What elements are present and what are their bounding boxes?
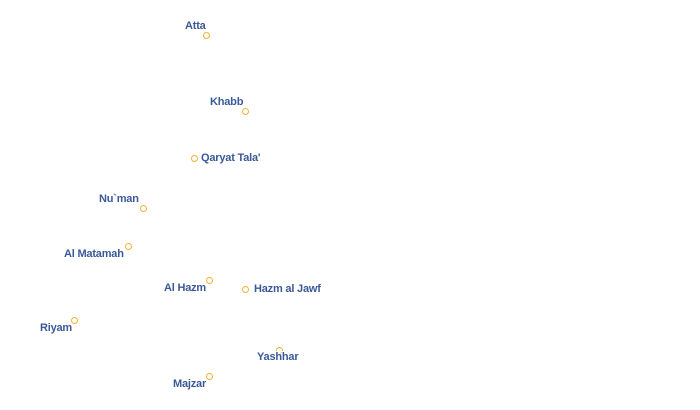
place-marker[interactable] xyxy=(190,154,198,162)
place-marker[interactable] xyxy=(275,346,283,354)
place-marker[interactable] xyxy=(241,285,249,293)
place-label: Nu`man xyxy=(99,193,139,205)
place-marker[interactable] xyxy=(241,107,249,115)
place-marker[interactable] xyxy=(202,31,210,39)
place-marker[interactable] xyxy=(124,242,132,250)
place-label: Qaryat Tala' xyxy=(201,152,261,164)
place-marker[interactable] xyxy=(205,276,213,284)
place-marker[interactable] xyxy=(205,372,213,380)
place-marker[interactable] xyxy=(70,316,78,324)
place-label: Riyam xyxy=(40,322,73,334)
place-label: Majzar xyxy=(173,378,207,390)
place-label: Al Matamah xyxy=(64,248,124,260)
place-label: Atta xyxy=(185,20,206,32)
place-label: Hazm al Jawf xyxy=(254,283,321,295)
place-label: Al Hazm xyxy=(164,282,206,294)
place-marker[interactable] xyxy=(139,204,147,212)
place-label: Yashhar xyxy=(257,351,299,363)
place-label: Khabb xyxy=(210,96,244,108)
